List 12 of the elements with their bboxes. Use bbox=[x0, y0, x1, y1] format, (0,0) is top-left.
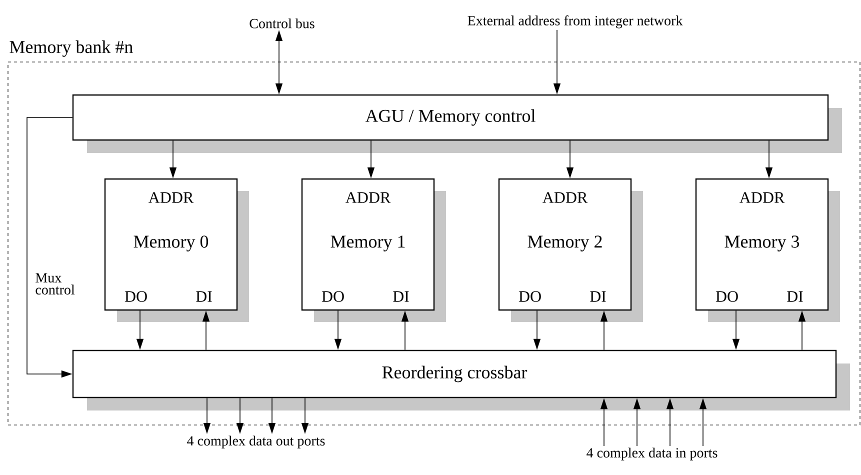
port-label: 4 complex data out ports bbox=[187, 436, 325, 448]
port-label: Control bus bbox=[250, 18, 314, 28]
frame-title: Memory bank #n bbox=[10, 40, 133, 57]
block-box: Reordering crossbar bbox=[72, 350, 850, 410]
memory-box: ADDR Memory 0 DO DI bbox=[104, 178, 249, 322]
port-label: External address from integer network bbox=[468, 15, 683, 28]
port-label: 4 complex data in ports bbox=[586, 448, 718, 460]
memory-box: ADDR Memory 3 DO DI bbox=[695, 178, 840, 322]
memory-box: ADDR Memory 2 DO DI bbox=[498, 178, 643, 322]
memory-box: ADDR Memory 1 DO DI bbox=[301, 178, 446, 322]
edge-label: Mux control bbox=[34, 272, 80, 296]
block-box: AGU / Memory control bbox=[72, 94, 842, 153]
